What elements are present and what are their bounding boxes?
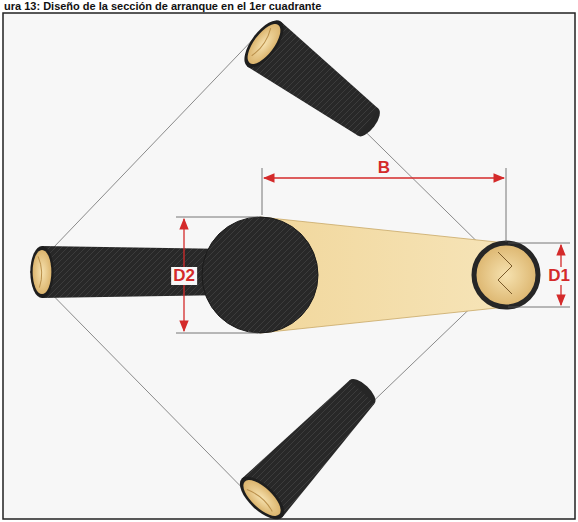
hole-diameter: D1 [546,267,572,285]
relief-diameter: D2 [171,267,197,285]
wood-grain [498,252,512,294]
frame [3,13,575,519]
charged-hole [474,243,538,307]
figure-title: ura 13: Diseño de la sección de arranque… [4,0,321,12]
bottom-blast-hole [233,375,380,522]
guide-diamond [30,30,508,508]
dimension-lines [176,168,570,333]
top-blast-hole [237,14,384,140]
relief-hole [202,217,318,333]
burden-dimension: B [376,159,392,177]
